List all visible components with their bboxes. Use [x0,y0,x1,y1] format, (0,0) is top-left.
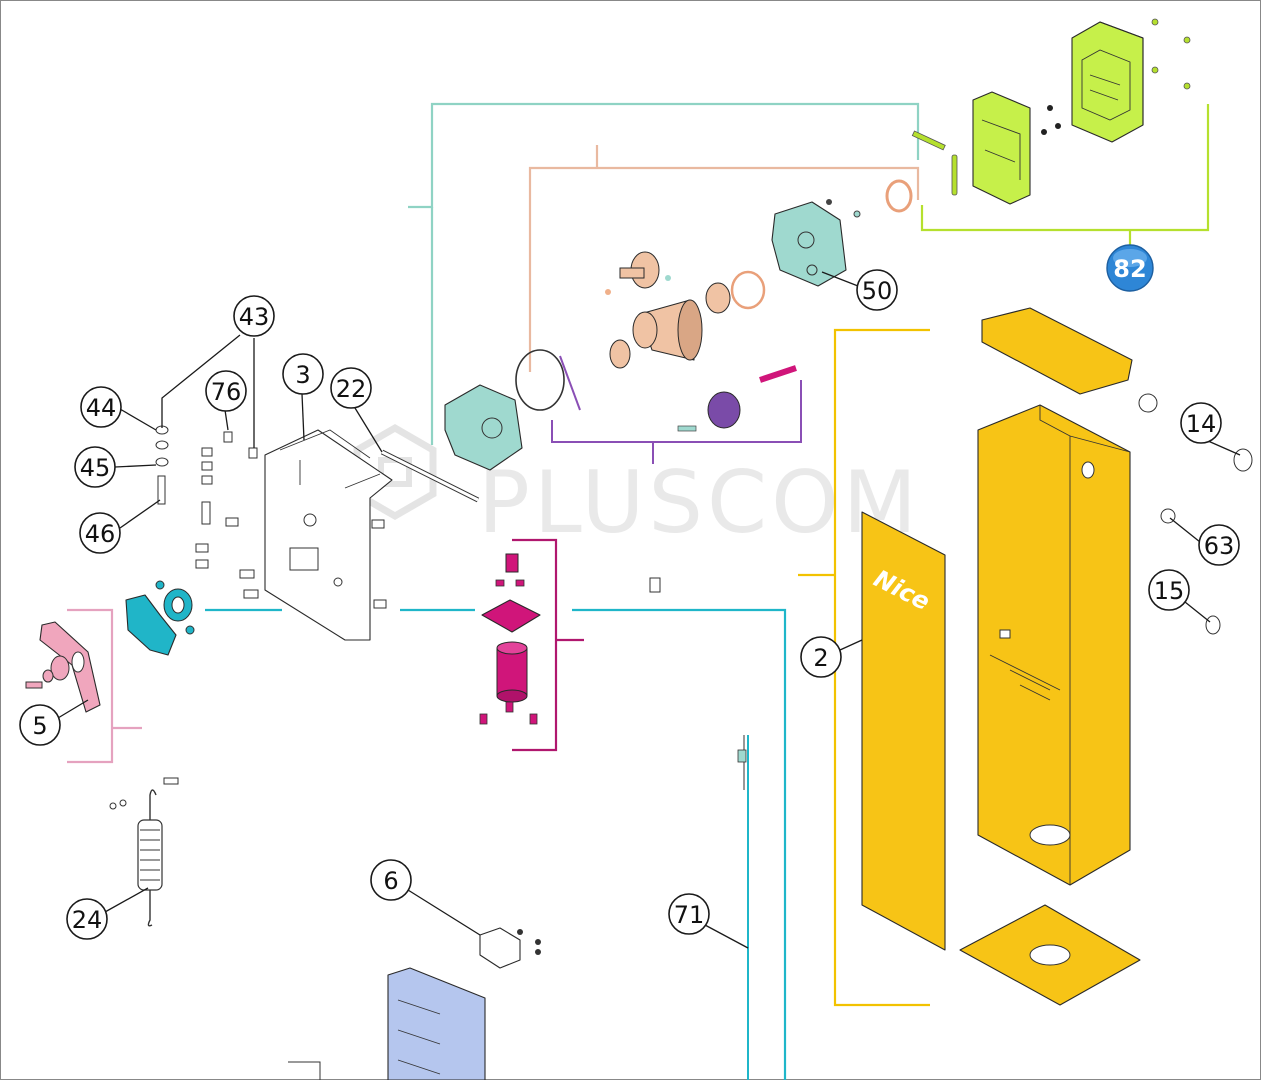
motor [479,553,661,725]
callout-44: 44 [80,386,122,428]
callout-71: 71 [668,893,710,935]
callout-6-text: 6 [383,867,398,895]
motor-plate [264,429,393,641]
callout-22: 22 [330,367,372,409]
callout-63: 63 [1198,524,1240,566]
callout-15-text: 15 [1154,577,1185,605]
callout-45-text: 45 [80,454,111,482]
barrier-housing: Nice [861,307,1253,1006]
control-unit [288,967,486,1080]
callout-24: 24 [66,898,108,940]
callout-76: 76 [205,370,247,412]
cable [737,735,749,1080]
control-box-assembly [911,18,1191,205]
callout-71-text: 71 [674,901,705,929]
callout-63-text: 63 [1204,532,1235,560]
callout-2: 2 [800,636,842,678]
callout-14: 14 [1180,402,1222,444]
callout-6: 6 [370,859,412,901]
callout-43-text: 43 [239,303,270,331]
callout-82-text: 82 [1113,255,1146,283]
callout-22-text: 22 [336,375,367,403]
callout-76-text: 76 [211,378,242,406]
callout-44-text: 44 [86,394,117,422]
callout-15: 15 [1148,569,1190,611]
callout-46: 46 [79,512,121,554]
callout-82: 82 [1106,244,1154,292]
watermark-text: PLUSCOM [478,453,921,553]
gear-train [515,251,797,432]
gearbox-cover [771,179,913,287]
callout-46-text: 46 [85,520,116,548]
callout-2-text: 2 [813,644,828,672]
callout-24-text: 24 [72,906,103,934]
callout-14-text: 14 [1186,410,1217,438]
callout-45: 45 [74,446,116,488]
limit-cam [25,621,101,713]
gearbox-housing [444,384,523,471]
spring [109,777,179,927]
leader-lines [57,271,1241,949]
callout-50: 50 [856,269,898,311]
callout-43: 43 [233,295,275,337]
small-bracket [479,927,541,969]
callout-3-text: 3 [295,361,310,389]
callout-3: 3 [282,353,324,395]
cam-bracket [125,580,195,656]
callout-5: 5 [19,704,61,746]
callout-5-text: 5 [32,712,47,740]
watermark: PLUSCOM [353,423,921,553]
callout-50-text: 50 [862,277,893,305]
